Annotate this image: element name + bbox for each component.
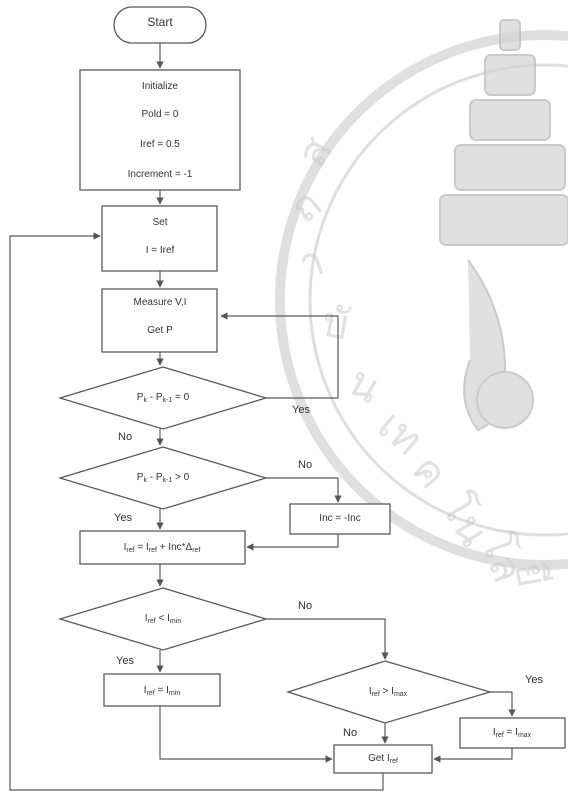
arrow-dec4-yes (490, 691, 516, 717)
dec4-a: I (368, 686, 372, 697)
edge-dec1-yes: Yes (292, 404, 310, 416)
dec3-a: I (144, 613, 148, 624)
setmax-a-sub: ref (495, 732, 504, 739)
dec1-a: P (136, 392, 144, 403)
dec4-b-sub: max (393, 691, 408, 698)
dec2-mid: - P (146, 472, 163, 483)
dec2-label: Pk - Pk-1 > 0 (137, 471, 189, 487)
arrow-loop-back (9, 232, 384, 791)
dec2-a-sub: k (143, 477, 147, 484)
edge-dec2-no: No (298, 459, 313, 471)
dec2-tail: > 0 (172, 472, 190, 483)
dec4-label: Iref > Imax (369, 685, 407, 701)
inc-box (289, 503, 391, 535)
seal-inner-ring (308, 63, 568, 537)
arrow-dec3-no (266, 618, 389, 660)
seal-emblem (439, 19, 568, 432)
dec1-a-sub: k (143, 397, 147, 404)
init-box (79, 69, 241, 191)
update-c-sub: ref (192, 547, 201, 554)
init-title: Initialize (141, 81, 179, 92)
setmax-a: I (492, 727, 496, 738)
dec1-label: Pk - Pk-1 = 0 (137, 391, 189, 407)
arrow-setmin-get (159, 706, 333, 763)
dec3-label: Iref < Imin (145, 612, 181, 628)
decision-dp-zero (57, 366, 269, 430)
update-label: Iref = Iref + Inc*Δref (124, 541, 201, 557)
getiref-box (333, 744, 433, 774)
arrow-dec2-no-inc (266, 477, 342, 503)
setmin-b-sub: min (168, 690, 181, 697)
edge-dec2-yes: Yes (114, 512, 132, 524)
measure-box (101, 288, 218, 353)
update-eq: = I (134, 542, 149, 553)
edge-dec4-yes: Yes (525, 674, 543, 686)
decision-dp-positive (57, 446, 269, 510)
getiref-label: Get Iref (368, 752, 398, 768)
init-line-pold: Pold = 0 (141, 109, 179, 120)
set-title: Set (152, 217, 168, 228)
dec1-mid: - P (146, 392, 163, 403)
seal-outer-ring (275, 30, 568, 570)
dec4-a-sub: ref (371, 691, 380, 698)
getiref-a: Get I (368, 753, 390, 764)
measure-line: Get P (147, 325, 173, 336)
edge-dec1-no: No (118, 431, 133, 443)
arrow-dec1-yes-loop (220, 312, 339, 399)
arrow-setmax-get (433, 748, 513, 763)
arrow-inc-update (246, 534, 339, 551)
edge-dec3-no: No (298, 600, 313, 612)
update-b-sub: ref (148, 547, 157, 554)
decision-min (57, 587, 269, 651)
measure-title: Measure V,I (133, 297, 187, 308)
dec3-a-sub: ref (147, 618, 156, 625)
start-label: Start (147, 15, 173, 29)
dec4-op: > I (379, 686, 394, 697)
setmax-label: Iref = Imax (493, 726, 531, 742)
set-line: I = Iref (145, 245, 175, 256)
setmin-box (103, 673, 221, 707)
dec1-tail: = 0 (172, 392, 190, 403)
setmin-eq: = I (154, 685, 169, 696)
edge-dec3-yes: Yes (116, 655, 134, 667)
update-a: I (123, 542, 127, 553)
setmin-a: I (143, 685, 147, 696)
setmin-label: Iref = Imin (144, 684, 180, 700)
dec2-a: P (136, 472, 144, 483)
update-plus: + Inc*Δ (156, 542, 193, 553)
dec2-b-sub: k-1 (162, 477, 173, 484)
getiref-a-sub: ref (389, 758, 398, 765)
setmax-b-sub: max (517, 732, 532, 739)
dec1-b-sub: k-1 (162, 397, 173, 404)
dec3-op: < I (155, 613, 170, 624)
setmin-a-sub: ref (146, 690, 155, 697)
edge-dec4-no: No (343, 727, 358, 739)
inc-label: Inc = -Inc (319, 513, 361, 524)
init-line-iref: Iref = 0.5 (140, 139, 180, 150)
setmax-box (459, 717, 566, 749)
update-a-sub: ref (126, 547, 135, 554)
update-box (79, 530, 246, 565)
dec3-b-sub: min (169, 618, 182, 625)
setmax-eq: = I (503, 727, 518, 738)
init-line-increment: Increment = -1 (127, 169, 193, 180)
set-box (101, 205, 218, 272)
